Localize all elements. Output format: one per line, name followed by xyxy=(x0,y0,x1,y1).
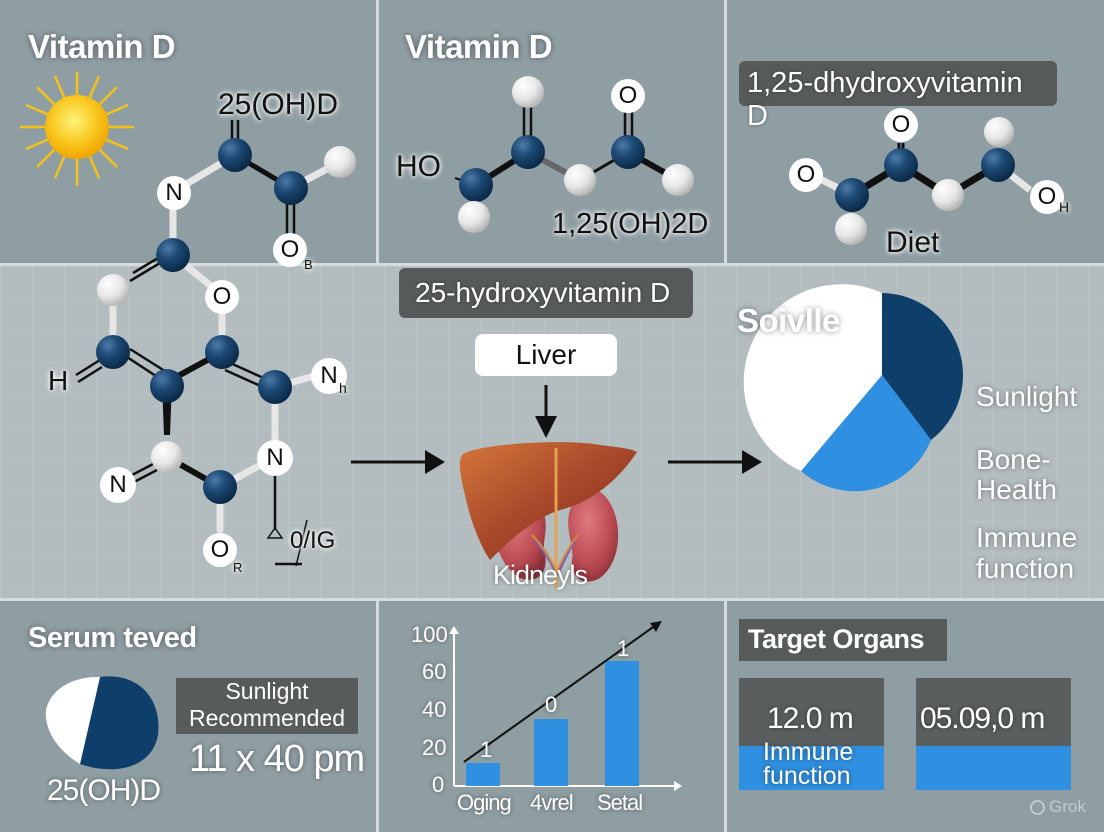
y-tick: 100 xyxy=(411,622,448,647)
organ-card: 12.0 m Immune function xyxy=(739,678,884,790)
grok-logo-icon xyxy=(1030,799,1045,815)
atom-label: N xyxy=(157,176,191,210)
legend-item: Bone- Health xyxy=(976,444,1057,505)
atom-subscript: h xyxy=(339,380,347,396)
atom-label: N xyxy=(257,440,293,476)
value-label: 11 x 40 pm xyxy=(189,738,365,780)
x-label: Setal xyxy=(597,790,643,815)
title-box: 25-hydroxyvitamin D xyxy=(399,268,693,318)
atom-label: O xyxy=(205,280,239,314)
divider xyxy=(376,601,379,832)
compound-text: 1,25(OH)2D xyxy=(552,208,709,240)
atom-label: O xyxy=(884,108,918,142)
atom-label-ho: HO xyxy=(396,150,441,183)
divider xyxy=(0,263,1104,266)
bar-value-label: 0 xyxy=(545,692,558,717)
serum-pie-chart xyxy=(45,676,159,770)
panel-title: Vitamin D xyxy=(405,28,553,65)
atom-label: O xyxy=(611,79,645,113)
bar-value-label: 1 xyxy=(480,737,493,762)
arrow-icon xyxy=(351,450,445,474)
y-tick: 0 xyxy=(432,772,445,797)
panel-bottom-center xyxy=(379,601,724,832)
box-line: Sunlight xyxy=(225,678,309,704)
compound-label: 25(OH)D xyxy=(218,88,339,121)
pie-label: 25(OH)D xyxy=(47,774,161,807)
legend-item: Immune function xyxy=(976,522,1078,584)
x-label: Oging xyxy=(457,790,512,815)
box-line: Recommended xyxy=(189,705,345,731)
annotation-label: 0/IG xyxy=(290,527,336,554)
pie-chart xyxy=(743,284,964,492)
divider xyxy=(724,0,727,263)
section-title: Soivlle xyxy=(737,302,840,339)
sun-icon xyxy=(20,72,134,186)
atom-subscript: B xyxy=(304,257,313,272)
organ-card: 05.09,0 m xyxy=(916,678,1071,790)
card-value: 05.09,0 m xyxy=(920,702,1045,735)
x-label: 4vrel xyxy=(530,790,574,815)
atom-label: O xyxy=(789,158,823,192)
bar-chart xyxy=(449,621,682,791)
atom-label: H xyxy=(48,365,69,396)
watermark-text: Grok xyxy=(1049,797,1086,816)
compound-label: 1,25(OH)2D xyxy=(552,208,708,241)
divider xyxy=(724,601,727,832)
card-value: 12.0 m xyxy=(767,702,854,735)
panel-top-center xyxy=(379,0,724,263)
y-tick: 60 xyxy=(422,659,447,684)
bar-value-label: 1 xyxy=(617,636,630,661)
panel-title: Vitamin D xyxy=(28,28,176,65)
source-label: Diet xyxy=(886,226,940,259)
watermark: Grok xyxy=(1030,797,1086,817)
atom-label: O xyxy=(1030,180,1064,214)
y-tick: 20 xyxy=(422,735,447,760)
sunlight-box: Sunlight Recommended xyxy=(176,678,358,734)
liver-icon xyxy=(459,442,637,588)
section-title: Serum teved xyxy=(28,622,197,654)
card-label: Immune xyxy=(763,738,854,766)
legend-item: Sunlight xyxy=(976,381,1078,412)
arrow-down-icon xyxy=(535,385,557,438)
atom-label: O xyxy=(203,533,237,567)
y-tick: 40 xyxy=(422,697,447,722)
divider xyxy=(0,598,1104,601)
atom-subscript: R xyxy=(233,560,243,575)
atom-label: N xyxy=(100,467,136,503)
arrow-icon xyxy=(668,450,762,474)
title-box: Target Organs xyxy=(739,619,947,661)
liver-label-box: Liver xyxy=(475,334,617,376)
atom-label: N xyxy=(311,358,347,394)
kidneys-label: Kidneyls xyxy=(493,560,588,590)
atom-subscript: H xyxy=(1059,199,1070,215)
atom-label: O xyxy=(273,233,307,267)
divider xyxy=(376,0,379,263)
title-box: 1,25-dhydroxyvitamin D xyxy=(739,61,1057,132)
card-label: function xyxy=(763,762,851,790)
